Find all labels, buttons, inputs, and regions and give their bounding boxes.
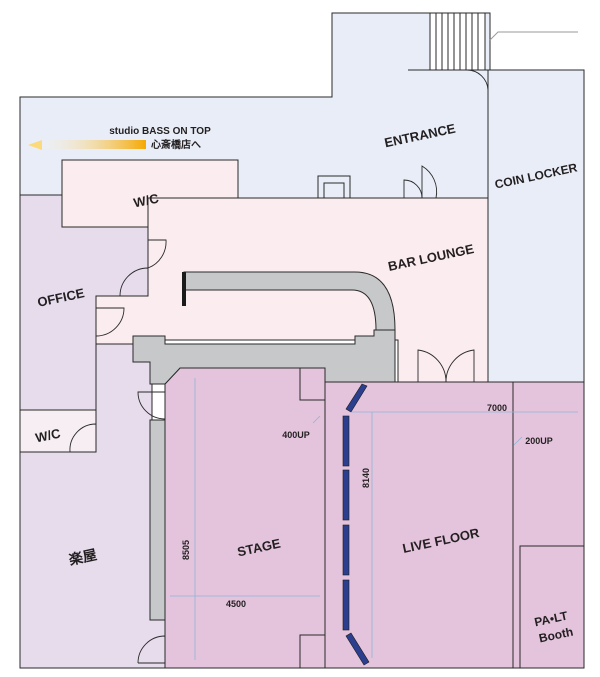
entrance-stairs — [408, 12, 488, 71]
booth-level-dimension: 200UP — [525, 436, 553, 446]
stage-back-wall — [132, 329, 396, 385]
stage-area — [164, 367, 326, 669]
stage-width-dimension: 4500 — [226, 599, 246, 609]
dimension-lines — [170, 378, 578, 660]
floor-width-dimension: 7000 — [487, 403, 507, 413]
bar-counter-endcap — [182, 272, 186, 306]
entrance-arrow-icon — [489, 31, 578, 41]
left-wc-label: W/C — [34, 425, 62, 445]
stage-side-wall — [149, 419, 166, 621]
left-wc-room — [19, 409, 97, 453]
booth-label-line1: PA•LT — [533, 609, 570, 630]
stage-height-dimension: 8505 — [181, 540, 191, 560]
dressing-room-label: 楽屋 — [66, 546, 98, 568]
stage-notch — [299, 367, 326, 401]
reception-box — [317, 175, 351, 198]
studio-direction-sign — [28, 140, 146, 149]
sign-line2: 心斎橋店へ — [151, 138, 201, 151]
door-swings — [69, 69, 489, 664]
coin-locker-area — [487, 69, 585, 383]
sign-arrow-icon — [28, 140, 42, 150]
top-wc-label: W/C — [132, 190, 160, 210]
stage-partition — [342, 383, 370, 666]
live-floor-area — [324, 381, 514, 669]
pa-lt-booth-room — [519, 545, 585, 669]
stage-bottom-notch — [299, 634, 326, 669]
stage-level-dimension: 400UP — [282, 430, 310, 440]
floor-depth-dimension: 8140 — [361, 468, 371, 488]
sign-line1: studio BASS ON TOP — [109, 126, 211, 137]
